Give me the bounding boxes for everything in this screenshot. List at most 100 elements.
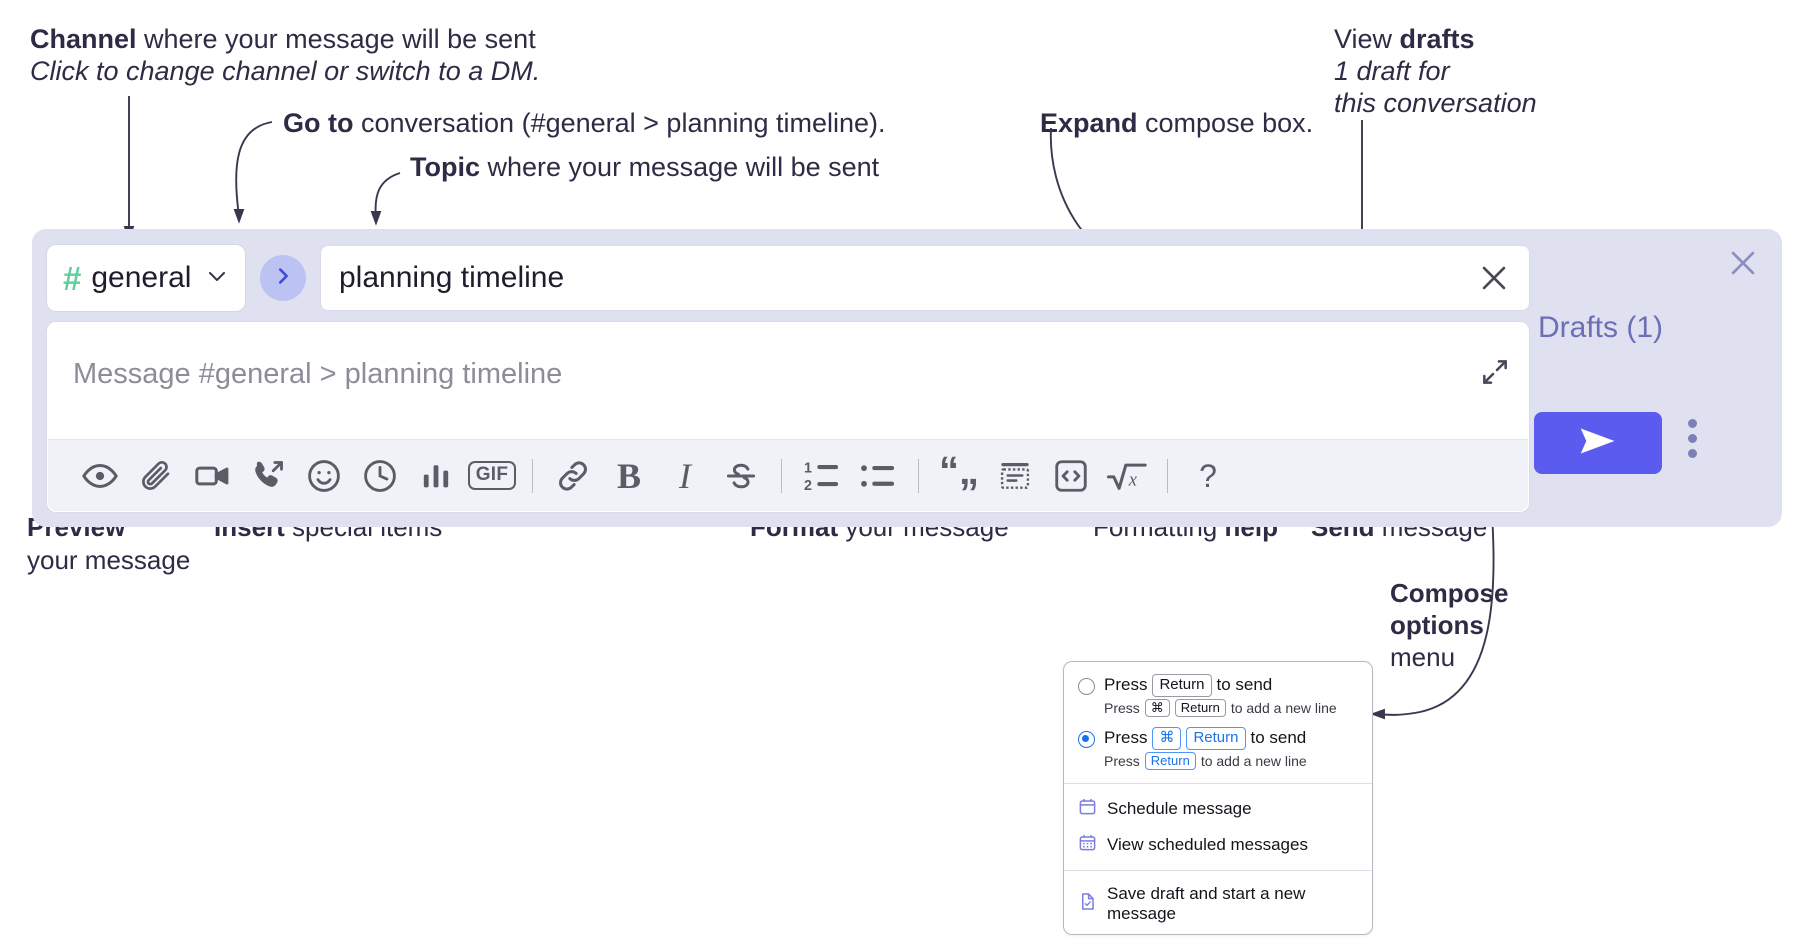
hash-icon: # [63,259,82,297]
italic-icon[interactable]: I [657,448,713,504]
calendar-view-icon [1078,833,1097,857]
annotation-drafts-italic-2: this conversation [1334,88,1537,118]
inline-code-icon[interactable] [1043,448,1099,504]
calendar-schedule-icon [1078,797,1097,821]
menu-item-save-draft[interactable]: Save draft and start a new message [1064,878,1372,930]
channel-name: general [91,261,192,294]
strikethrough-icon[interactable] [713,448,769,504]
attach-paperclip-icon[interactable] [128,448,184,504]
compose-panel: # general planning timeline Message #gen… [32,229,1782,527]
menu-item-label: Schedule message [1107,799,1252,818]
emoji-smiley-icon[interactable] [296,448,352,504]
annotation-drafts-sub2: this conversation [1334,86,1537,121]
link-icon[interactable] [545,448,601,504]
drafts-link[interactable]: Drafts (1) [1538,311,1664,344]
menu-divider [1064,783,1372,784]
italic-label: I [679,455,691,496]
topic-value: planning timeline [339,261,565,294]
annotation-drafts-sub1: 1 draft for [1334,54,1450,89]
svg-text:x: x [1128,469,1138,489]
label-text: to add a new line [1230,699,1337,716]
annotation-topic: Topic where your message will be sent [410,150,879,185]
annotation-drafts-bold: drafts [1399,24,1475,54]
expand-icon[interactable] [1479,356,1511,393]
annotation-preview-rest: your message [27,545,191,575]
send-paper-plane-icon [1576,424,1620,463]
annotation-compose-options-2: options [1390,609,1484,642]
keycap: Return [1144,751,1196,770]
annotation-expand: Expand compose box. [1040,106,1313,141]
chevron-right-icon [272,265,294,292]
annotation-drafts-lead: View [1334,24,1400,54]
close-icon[interactable] [1726,246,1760,285]
menu-divider [1064,870,1372,871]
keycap: ⌘ [1152,727,1182,750]
math-icon[interactable]: x [1099,448,1155,504]
kebab-dot [1688,419,1697,428]
channel-selector-button[interactable]: # general [46,244,246,312]
bullet-list-icon[interactable] [850,448,906,504]
radio-button[interactable] [1078,678,1095,695]
annotation-preview-sub: your message [27,544,190,577]
label-text: to send [1216,675,1273,695]
menu-item-schedule-message[interactable]: Schedule message [1064,791,1372,827]
gif-label: GIF [467,461,517,490]
close-icon[interactable] [1477,261,1511,295]
help-label: ? [1199,457,1217,494]
compose-options-button[interactable] [1688,419,1697,458]
kebab-dot [1688,449,1697,458]
annotation-compose-options: Compose [1390,577,1508,610]
blockquote-icon[interactable]: “„ [931,448,987,504]
compose-header-row: # general planning timeline [46,243,1530,313]
blockquote-glyph: “„ [939,448,979,493]
svg-text:2: 2 [804,478,812,494]
chevron-down-icon [205,264,229,293]
message-input-area[interactable]: Message #general > planning timeline [46,321,1530,513]
keycap: Return [1186,727,1246,750]
toolbar-divider [781,458,782,493]
compose-main-column: # general planning timeline Message #gen… [46,243,1530,513]
svg-text:1: 1 [804,460,812,476]
bold-icon[interactable]: B [601,448,657,504]
code-block-icon[interactable] [987,448,1043,504]
annotation-drafts-italic-1: 1 draft for [1334,56,1450,86]
annotation-compose-options-rest: menu [1390,642,1456,672]
annotation-goto-bold: Go to [283,108,354,138]
phone-forward-icon[interactable] [240,448,296,504]
label-text: Press [1104,675,1148,695]
topic-input[interactable]: planning timeline [320,245,1530,311]
label-text: to send [1250,728,1307,748]
menu-item-view-scheduled-messages[interactable]: View scheduled messages [1064,827,1372,863]
radio-button[interactable] [1078,731,1095,748]
annotation-topic-bold: Topic [410,152,480,182]
clock-icon[interactable] [352,448,408,504]
preview-eye-icon[interactable] [72,448,128,504]
toolbar-divider [532,458,533,493]
video-camera-icon[interactable] [184,448,240,504]
annotation-channel-italic: Click to change channel or switch to a D… [30,56,541,86]
menu-item-label: View scheduled messages [1107,835,1308,854]
label-text: Press [1104,728,1148,748]
gif-icon[interactable]: GIF [464,448,520,504]
compose-right-column: Drafts (1) [1516,229,1782,527]
send-button[interactable] [1534,412,1662,474]
help-question-icon[interactable]: ? [1180,448,1236,504]
annotation-compose-options-3: menu [1390,641,1455,674]
keycap: ⌘ [1144,698,1170,717]
annotation-drafts: View drafts [1334,22,1475,57]
bar-chart-icon[interactable] [408,448,464,504]
annotation-expand-rest: compose box. [1137,108,1314,138]
goto-conversation-button[interactable] [260,255,306,301]
annotation-topic-rest: where your message will be sent [480,152,880,182]
keycap: Return [1174,698,1226,717]
bold-label: B [616,455,641,496]
